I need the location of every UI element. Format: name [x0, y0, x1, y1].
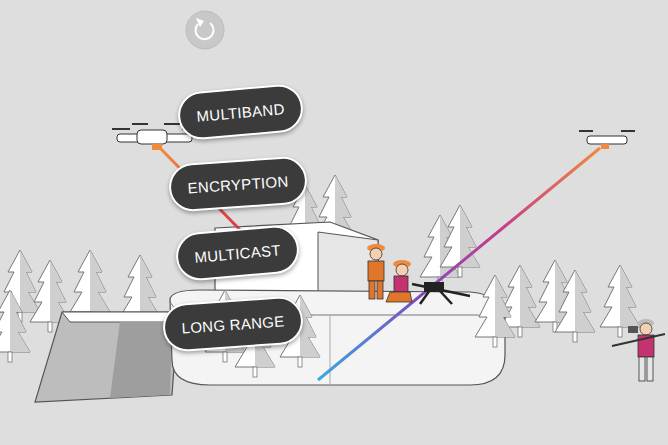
feature-label: LONG RANGE — [181, 312, 285, 336]
feature-pill: LONG RANGE — [161, 295, 304, 353]
feature-label: MULTICAST — [194, 241, 282, 265]
feature-pill: ENCRYPTION — [167, 155, 308, 213]
feature-label: MULTIBAND — [196, 100, 285, 125]
feature-label: ENCRYPTION — [187, 172, 289, 196]
